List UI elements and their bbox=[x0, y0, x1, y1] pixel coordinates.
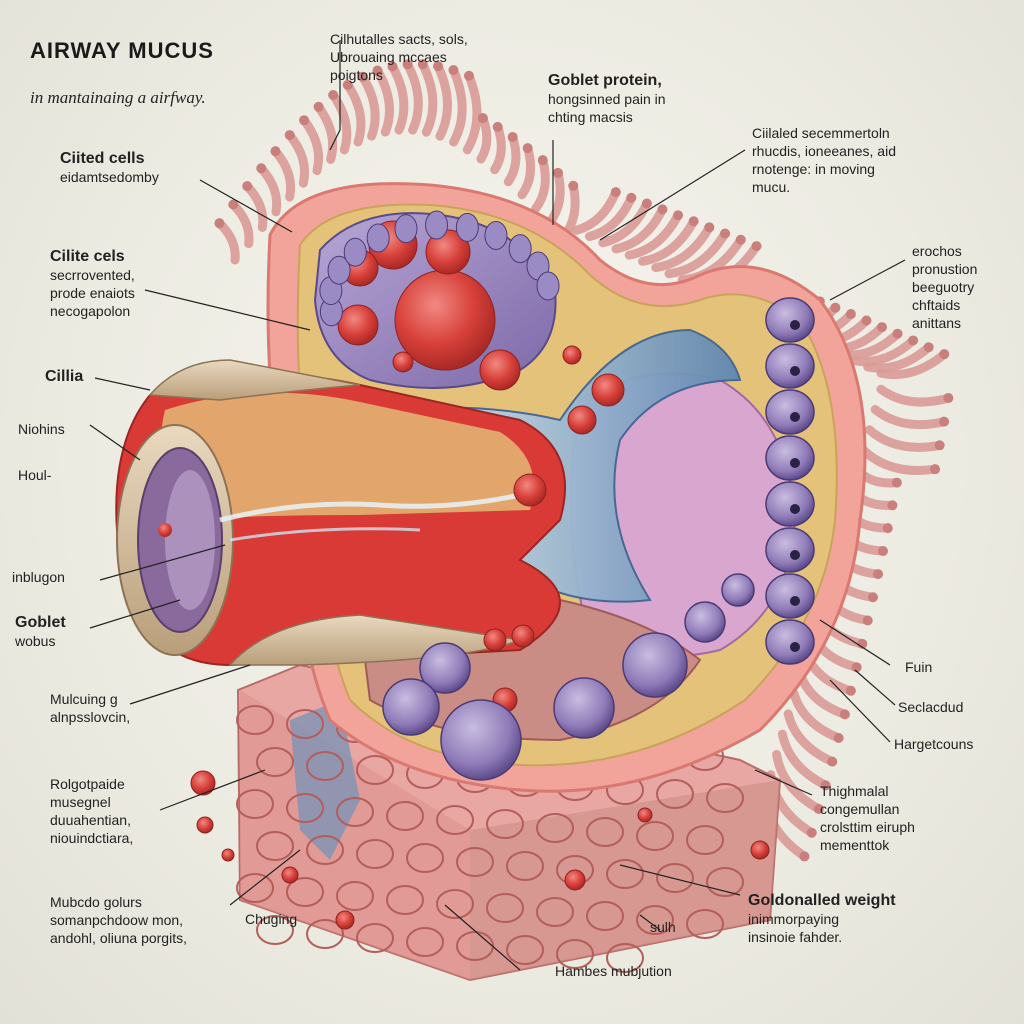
label-goldonalled-line: Goldonalled weight bbox=[748, 892, 896, 909]
label-ciited-cells: Ciited cells eidamtsedomby bbox=[60, 150, 159, 186]
cilia-fringe bbox=[214, 59, 954, 862]
label-ciited-cells-line: eidamtsedomby bbox=[60, 169, 159, 185]
label-cilite-cels-line: Cilite cels bbox=[50, 248, 125, 265]
label-cillia-line: Cillia bbox=[45, 368, 84, 385]
leader-lines bbox=[89, 40, 906, 971]
tube-gold-layer bbox=[160, 392, 534, 520]
label-cillia: Cillia bbox=[45, 368, 83, 386]
label-hambes: Hambes mubjution bbox=[555, 962, 672, 980]
label-rolgotpaide-line: musegnel bbox=[50, 794, 111, 810]
label-rolgotpaide-line: duuahentian, bbox=[50, 812, 131, 828]
label-niohins-line: Niohins bbox=[18, 421, 65, 437]
label-chuging-line: Chuging bbox=[245, 911, 298, 927]
label-cilite-cels: Cilite cels secrrovented, prode enaiots nec… bbox=[50, 248, 135, 320]
label-top-center-line: poigtons bbox=[330, 67, 383, 83]
label-cilialed-secretion-line: rnotenge: in moving bbox=[752, 161, 875, 177]
label-mulcuing: Mulcuing g alnpsslovcin, bbox=[50, 690, 130, 726]
label-mubcdo-golurs: Mubcdo golurs somanpchdoow mon, andohl, ol… bbox=[50, 893, 187, 947]
label-fuin-line: Fuin bbox=[905, 659, 933, 675]
label-fuin: Fuin bbox=[905, 658, 932, 676]
label-cilialed-secretion-line: rhucdis, ioneeanes, aid bbox=[752, 143, 896, 159]
label-goldonalled: Goldonalled weight inimmorpaying insinoie … bbox=[748, 892, 896, 946]
airway-tube bbox=[115, 359, 566, 667]
label-cilialed-secretion: Ciilaled secemmertoln rhucdis, ioneeanes,… bbox=[752, 124, 896, 196]
label-mubcdo-golurs-line: somanpchdoow mon, bbox=[50, 912, 184, 928]
label-rolgotpaide-line: niouindctiara, bbox=[50, 830, 134, 846]
label-top-center-line: Cilhutalles sacts, sols, bbox=[330, 31, 468, 47]
label-goblet-protein: Goblet protein, hongsinned pain in chting … bbox=[548, 72, 666, 126]
label-erochos: erochos pronustion beeguotry chftaids anitta… bbox=[912, 242, 977, 332]
label-mubcdo-golurs-line: andohl, oliuna porgits, bbox=[50, 930, 187, 946]
label-top-center: Cilhutalles sacts, sols, Ubrouaing mccaes… bbox=[330, 30, 468, 84]
label-erochos-line: beeguotry bbox=[912, 279, 975, 295]
label-chuging: Chuging bbox=[245, 910, 297, 928]
label-erochos-line: anittans bbox=[912, 315, 962, 331]
label-thighmalal-line: mementtok bbox=[820, 837, 890, 853]
label-cilialed-secretion-line: Ciilaled secemmertoln bbox=[752, 125, 890, 141]
label-erochos-line: erochos bbox=[912, 243, 962, 259]
label-cilite-cels-line: necogapolon bbox=[50, 303, 131, 319]
label-thighmalal-line: Thighmalal bbox=[820, 783, 889, 799]
label-erochos-line: pronustion bbox=[912, 261, 978, 277]
label-goblet-wobus: Goblet wobus bbox=[15, 614, 66, 650]
label-rolgotpaide: Rolgotpaide musegnel duuahentian, niouindct… bbox=[50, 775, 133, 847]
label-top-center-line: Ubrouaing mccaes bbox=[330, 49, 447, 65]
label-mubcdo-golurs-line: Mubcdo golurs bbox=[50, 894, 142, 910]
label-seclacdud-line: Seclacdud bbox=[898, 699, 964, 715]
label-cilite-cels-line: secrrovented, bbox=[50, 267, 135, 283]
label-mulcuing-line: alnpsslovcin, bbox=[50, 709, 131, 725]
label-goblet-wobus-line: wobus bbox=[15, 633, 56, 649]
diagram-subtitle: in mantainaing a airfway. bbox=[30, 88, 206, 107]
columnar-cells bbox=[765, 297, 815, 665]
label-hambes-line: Hambes mubjution bbox=[555, 963, 672, 979]
label-goldonalled-line: inimmorpaying bbox=[748, 911, 840, 927]
label-goblet-protein-line: Goblet protein, bbox=[548, 72, 662, 89]
label-cilite-cels-line: prode enaiots bbox=[50, 285, 135, 301]
label-goldonalled-line: insinoie fahder. bbox=[748, 929, 843, 945]
label-thighmalal-line: congemullan bbox=[820, 801, 900, 817]
label-mulcuing-line: Mulcuing g bbox=[50, 691, 118, 707]
label-goblet-protein-line: chting macsis bbox=[548, 109, 633, 125]
label-cilialed-secretion-line: mucu. bbox=[752, 179, 791, 195]
label-sulh: sulh bbox=[650, 918, 676, 936]
label-thighmalal: Thighmalal congemullan crolsttim eiruph mem… bbox=[820, 782, 915, 854]
label-inblugon-line: inblugon bbox=[12, 569, 65, 585]
label-niohins: Niohins bbox=[18, 420, 65, 438]
label-thighmalal-line: crolsttim eiruph bbox=[820, 819, 915, 835]
label-rolgotpaide-line: Rolgotpaide bbox=[50, 776, 125, 792]
label-houl: Houl- bbox=[18, 466, 51, 484]
label-hargetcouns-line: Hargetcouns bbox=[894, 736, 974, 752]
diagram-title: AIRWAY MUCUS bbox=[30, 38, 214, 63]
label-sulh-line: sulh bbox=[650, 919, 676, 935]
label-goblet-protein-line: hongsinned pain in bbox=[548, 91, 666, 107]
goblet-cells bbox=[319, 210, 755, 781]
label-seclacdud: Seclacdud bbox=[898, 698, 963, 716]
label-erochos-line: chftaids bbox=[912, 297, 961, 313]
label-inblugon: inblugon bbox=[12, 568, 65, 586]
label-ciited-cells-line: Ciited cells bbox=[60, 150, 145, 167]
label-hargetcouns: Hargetcouns bbox=[894, 735, 973, 753]
mucus-particles bbox=[190, 220, 770, 930]
label-houl-line: Houl- bbox=[18, 467, 52, 483]
label-goblet-wobus-line: Goblet bbox=[15, 614, 66, 631]
